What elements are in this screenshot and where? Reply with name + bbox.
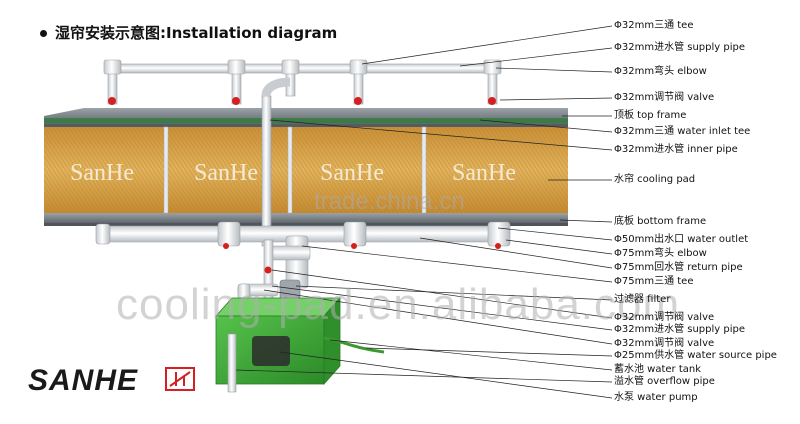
pad-brand-text-1: SanHe [70,160,134,186]
label-top-frame: 顶板 top frame [614,110,687,121]
watermark-site: cooling-pad.en.alibaba.com [116,280,681,329]
water-source-pipe [323,336,385,354]
label-water-pump: 水泵 water pump [614,392,698,403]
label-valve-32: Φ32mm调节阀 valve [614,92,715,103]
label-elbow-32: Φ32mm弯头 elbow [614,66,707,77]
bottom-frame [44,213,568,226]
leader-lines [235,25,613,399]
label-bottom-frame: 底板 bottom frame [614,216,707,227]
label-tee-75: Φ75mm三通 tee [614,276,694,287]
bullet-icon [40,30,47,37]
valve-4 [488,97,496,105]
label-overflow-pipe: 溢水管 overflow pipe [614,376,715,387]
valve-3 [354,97,362,105]
brand-logo-text: SANHE [28,364,139,397]
label-tee-32: Φ32mm三通 tee [614,20,694,31]
valve-2 [232,97,240,105]
sanhe-logo-mark [165,367,195,391]
diagram-title-text: 湿帘安装示意图:Installation diagram [55,24,338,42]
inner-pipe [261,95,272,247]
pad-brand-text-3: SanHe [320,160,384,186]
watermark-trade: trade.china.cn [314,188,465,215]
water-pump [252,336,290,366]
top-supply-pipe [103,59,502,105]
label-inner-pipe: Φ32mm进水管 inner pipe [614,144,738,155]
label-water-tank: 蓄水池 water tank [614,364,702,375]
label-filter: 过滤器 filter [614,294,671,305]
label-water-source-pipe: Φ25mm供水管 water source pipe [614,350,777,361]
label-supply-pipe-32-b: Φ32mm进水管 supply pipe [614,324,746,335]
pad-brand-text-2: SanHe [194,160,258,186]
pad-brand-text-4: SanHe [452,160,516,186]
label-water-outlet: Φ50mm出水口 water outlet [614,234,749,245]
label-elbow-75: Φ75mm弯头 elbow [614,248,707,259]
label-supply-pipe-32: Φ32mm进水管 supply pipe [614,42,746,53]
label-cooling-pad: 水帘 cooling pad [614,174,696,185]
label-valve-32-b: Φ32mm调节阀 valve [614,312,715,323]
water-tank [215,296,385,393]
return-pipe [95,221,511,289]
overflow-pipe [227,333,237,393]
valve-1 [108,97,116,105]
top-frame [44,108,568,127]
label-valve-32-c: Φ32mm调节阀 valve [614,338,715,349]
diagram-title: 湿帘安装示意图:Installation diagram [40,22,337,43]
top-valves [108,97,496,105]
label-return-pipe: Φ75mm回水管 return pipe [614,262,743,273]
label-water-inlet-tee: Φ32mm三通 water inlet tee [614,126,751,137]
